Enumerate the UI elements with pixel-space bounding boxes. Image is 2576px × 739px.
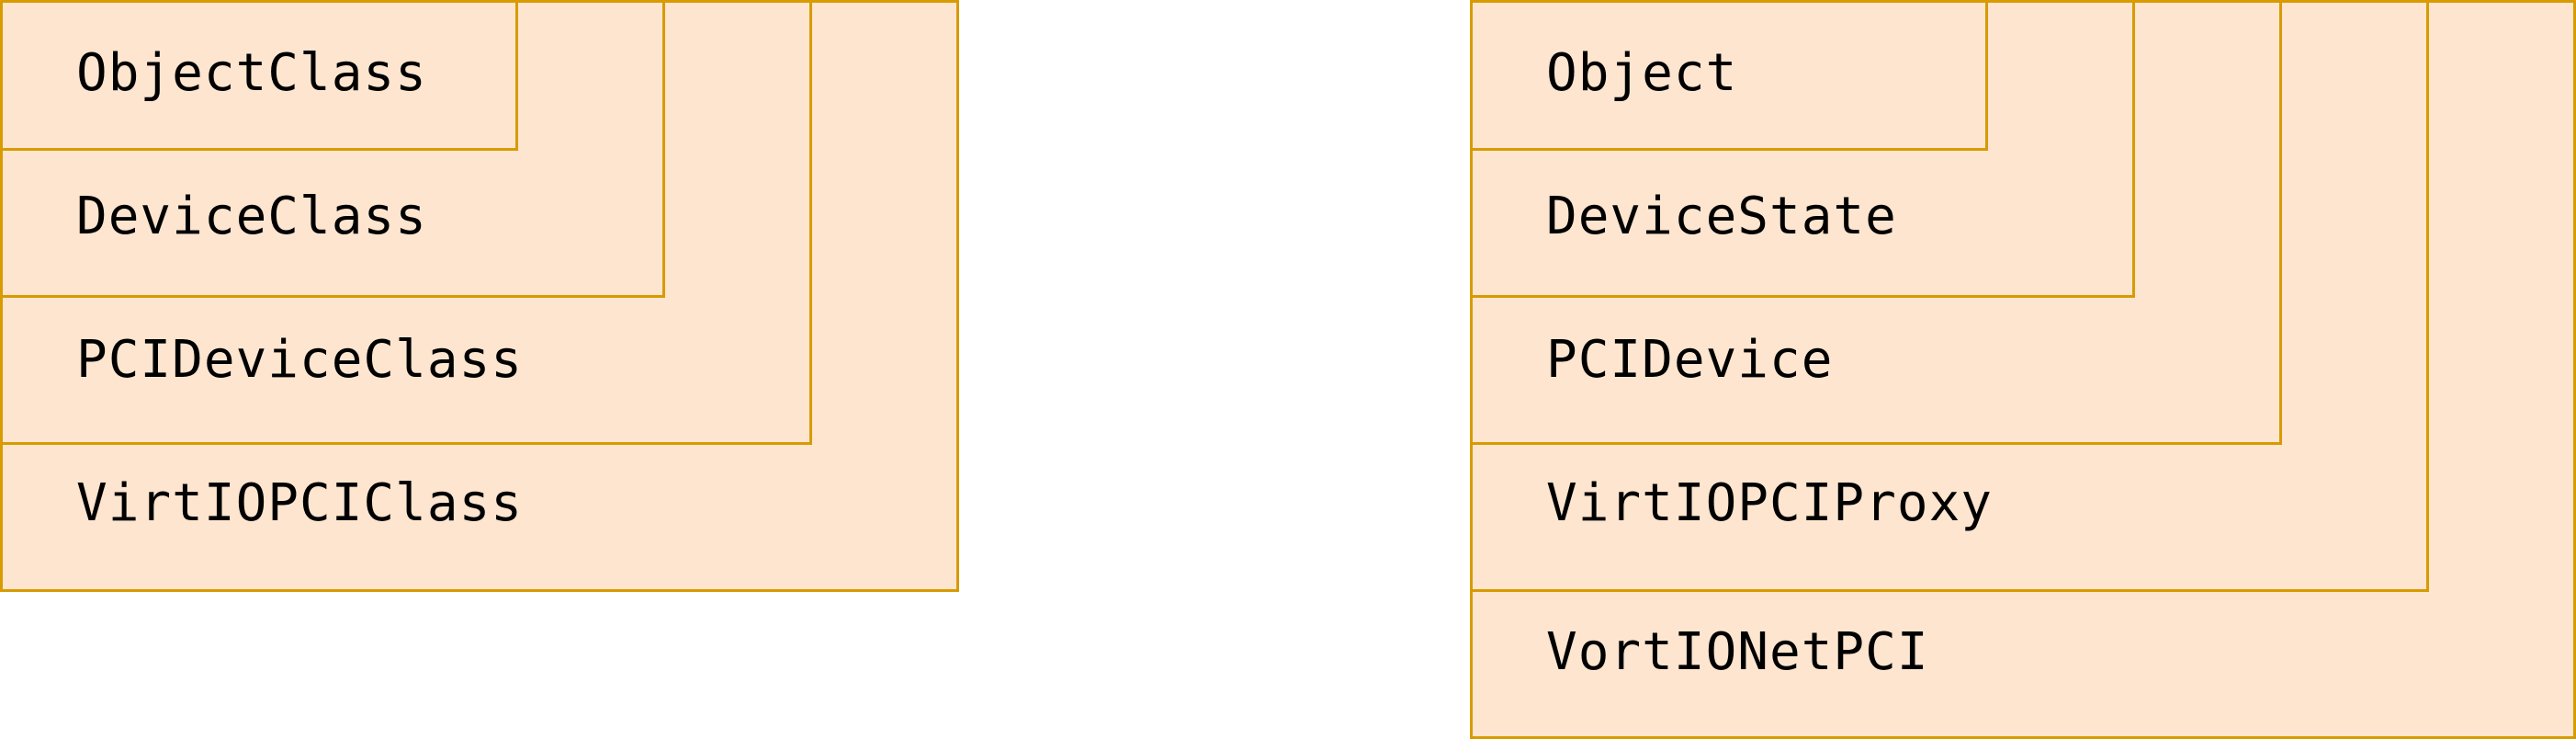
class-hierarchy-diagram: ObjectClass DeviceClass PCIDeviceClass V…: [0, 0, 959, 592]
label-deviceclass: DeviceClass: [76, 187, 427, 246]
label-virtiopciproxy: VirtIOPCIProxy: [1546, 473, 1994, 533]
label-pcidevice: PCIDevice: [1546, 330, 1834, 390]
layer-objectclass: [0, 0, 518, 151]
instance-hierarchy-diagram: Object DeviceState PCIDevice VirtIOPCIPr…: [1470, 0, 2576, 739]
label-objectclass: ObjectClass: [76, 43, 427, 103]
label-pcideviceclass: PCIDeviceClass: [76, 330, 524, 390]
layer-object: [1470, 0, 1988, 151]
label-vortionetpci: VortIONetPCI: [1546, 622, 1929, 682]
label-object: Object: [1546, 43, 1738, 103]
label-devicestate: DeviceState: [1546, 187, 1897, 246]
label-virtiopciclass: VirtIOPCIClass: [76, 473, 524, 533]
